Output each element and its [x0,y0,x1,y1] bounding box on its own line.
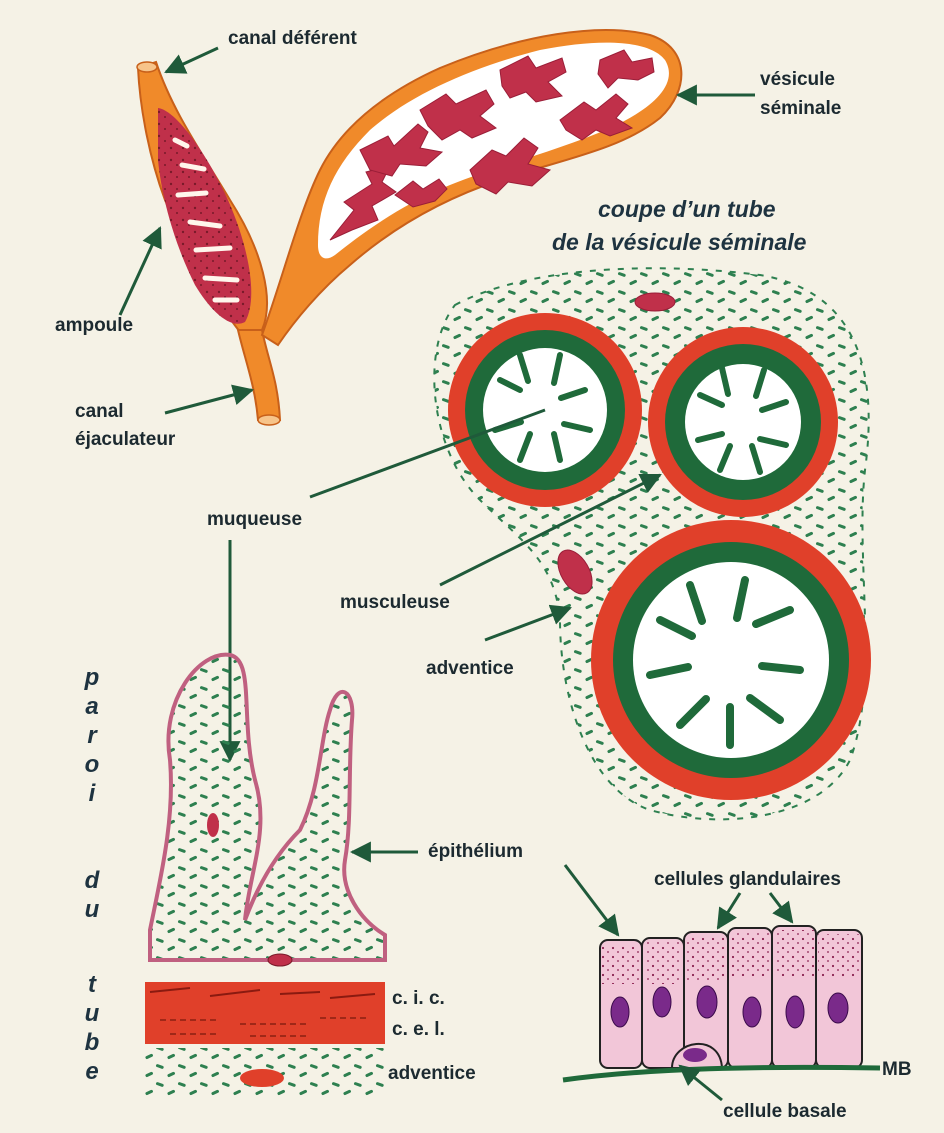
section-arrows [219,408,662,763]
label-epithelium: épithélium [428,841,524,862]
section-title-line1: coupe d’un tube [598,196,776,222]
gland-overview [136,29,683,426]
vertical-letter: i [88,780,96,807]
label-musculeuse: musculeuse [340,592,450,613]
epithelium-detail [562,925,881,1083]
label-canal-deferent: canal déférent [228,28,357,49]
label-canal-ejaculateur-1: canal [75,401,124,422]
label-cellules-glandulaires: cellules glandulaires [654,869,841,890]
vertical-letter: u [84,896,100,923]
label-cellule-basale: cellule basale [723,1101,847,1122]
label-vesicule-seminale-1: vésicule [760,69,835,90]
vertical-title-du: d u [72,866,112,924]
vertical-letter: e [85,1058,99,1085]
canal-deferent-opening [136,61,158,73]
vertical-letter: r [87,722,97,749]
section-title-line2: de la vésicule séminale [552,229,807,255]
overview-arrows [118,46,755,415]
label-vesicule-seminale-2: séminale [760,98,842,119]
vertical-title-paroi: p a r o i [72,663,112,808]
label-cel: c. e. l. [392,1019,445,1040]
label-canal-ejaculateur-2: éjaculateur [75,429,176,450]
cic-layer [145,982,385,1008]
vertical-letter: a [85,693,99,720]
detail-arrows [349,841,794,1102]
cross-section [433,267,871,821]
vertical-letter: p [84,664,100,691]
label-adventice-section: adventice [426,658,514,679]
canal-ejaculateur-shape [236,329,282,421]
vertical-title-tube: t u b e [72,970,112,1086]
membrane-basale [562,1064,881,1083]
label-muqueuse: muqueuse [207,509,303,530]
vertical-letter: d [84,867,100,894]
wall-detail [145,652,387,1098]
label-ampoule: ampoule [55,315,134,336]
label-cic: c. i. c. [392,988,445,1009]
mucosa-folds [148,652,387,962]
label-adventice-wall: adventice [388,1063,476,1084]
vertical-letter: u [84,1000,100,1027]
vertical-letter: o [84,751,100,778]
vertical-letter: b [84,1029,100,1056]
label-mb: MB [882,1059,912,1080]
vertical-letter: t [88,971,96,998]
cel-layer [145,1008,385,1044]
